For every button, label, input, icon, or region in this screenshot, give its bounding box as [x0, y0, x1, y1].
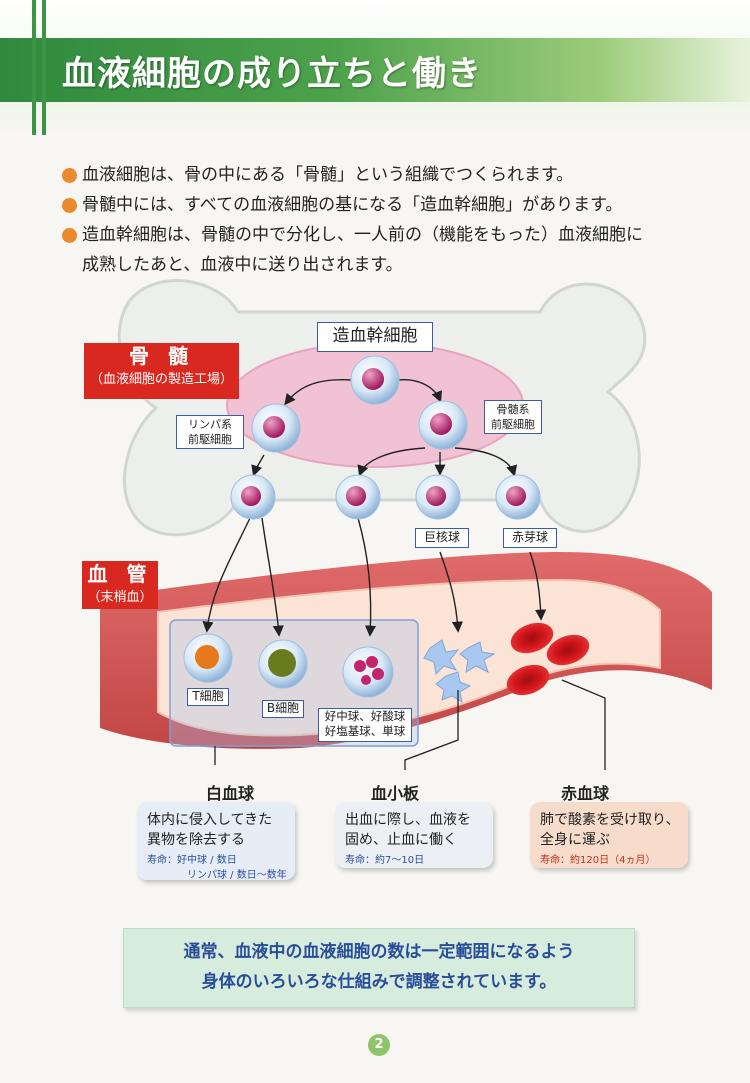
myeloid-progenitor-cell [418, 400, 468, 450]
platelets [423, 639, 496, 704]
red-blood-cells [506, 622, 590, 696]
summary-line: 通常、血液中の血液細胞の数は一定範囲になるよう [183, 942, 575, 962]
bullet-text: 血液細胞は、骨の中にある「骨髄」という組織でつくられます。 [82, 165, 574, 185]
wbc-lifespan: 寿命：好中球 / 数日 [147, 855, 237, 866]
rbc-title: 赤血球 [560, 784, 609, 803]
granulocyte-label: 好中球、好酸球 好塩基球、単球 [318, 708, 412, 742]
bullet-item: 血液細胞は、骨の中にある「骨髄」という組織でつくられます。 [62, 160, 702, 190]
platelet-title: 血小板 [370, 784, 419, 803]
granulocyte-cell [342, 646, 394, 698]
platelet-info-box: 出血に際し、血液を 固め、止血に働く 寿命：約7〜10日 [335, 802, 493, 868]
b-cell [258, 639, 308, 689]
rbc-lifespan: 寿命：約120日（4ヵ月） [540, 855, 656, 866]
t-cell [183, 633, 233, 683]
lymphoid-progenitor-label: リンパ系 前駆細胞 [176, 415, 244, 449]
wbc-description: 異物を除去する [147, 832, 245, 848]
lymphoid-progenitor-cell [251, 403, 301, 453]
intro-bullets: 血液細胞は、骨の中にある「骨髄」という組織でつくられます。 骨髄中には、すべての… [62, 160, 702, 280]
rbc-callout-line [561, 679, 606, 770]
bullet-text-continued: 成熟したあと、血液中に送り出されます。 [82, 255, 403, 275]
label-line: 好塩基球、単球 [324, 724, 406, 738]
header-stripe [42, 0, 46, 135]
tag-subtitle: （血液細胞の製造工場） [89, 372, 233, 387]
tag-title: 血 管 [87, 562, 153, 586]
page-title: 血液細胞の成り立ちと働き [62, 54, 482, 94]
stem-cell [350, 355, 400, 405]
label-line: 骨髄系 [496, 403, 530, 416]
bullet-dot-icon [62, 228, 77, 243]
vessel-inner [157, 578, 661, 737]
erythroblast-cell [495, 474, 541, 520]
b-cell-label: B細胞 [262, 700, 304, 718]
bullet-text: 造血幹細胞は、骨髄の中で分化し、一人前の（機能をもった）血液細胞に [82, 225, 643, 245]
bullet-text: 骨髄中には、すべての血液細胞の基になる「造血幹細胞」があります。 [82, 195, 623, 215]
rbc-info-box: 肺で酸素を受け取り、 全身に運ぶ 寿命：約120日（4ヵ月） [530, 802, 688, 868]
myeloid-cell [335, 474, 381, 520]
myeloid-progenitor-label: 骨髄系 前駆細胞 [484, 400, 542, 434]
header-stripe [32, 0, 36, 135]
label-line: 前駆細胞 [188, 433, 232, 446]
summary-line: 身体のいろいろな仕組みで調整されています。 [201, 972, 557, 992]
summary-box: 通常、血液中の血液細胞の数は一定範囲になるよう 身体のいろいろな仕組みで調整され… [123, 928, 635, 1008]
label-line: 好中球、好酸球 [324, 709, 406, 723]
platelet-description: 固め、止血に働く [345, 832, 457, 848]
platelet-lifespan: 寿命：約7〜10日 [345, 855, 425, 866]
platelet-callout-line [404, 690, 459, 770]
rbc-description: 全身に運ぶ [540, 832, 610, 848]
wbc-info-box: 体内に侵入してきた 異物を除去する 寿命：好中球 / 数日 リンパ球 / 数日〜… [137, 802, 295, 881]
bullet-dot-icon [62, 168, 77, 183]
blood-vessel-tag: 血 管 （末梢血） [82, 561, 158, 609]
megakaryocyte-cell [415, 474, 461, 520]
title-band [0, 38, 750, 102]
stem-cell-label: 造血幹細胞 [317, 322, 433, 352]
rbc-description: 肺で酸素を受け取り、 [540, 812, 680, 828]
label-line: リンパ系 [188, 418, 232, 431]
megakaryocyte-label: 巨核球 [415, 528, 469, 548]
lymphoid-cell [230, 474, 276, 520]
tag-subtitle: （末梢血） [87, 590, 153, 605]
t-cell-label: T細胞 [187, 688, 229, 706]
erythroblast-label: 赤芽球 [503, 528, 557, 548]
label-line: 前駆細胞 [491, 418, 535, 431]
bullet-dot-icon [62, 198, 77, 213]
bone-marrow-tag: 骨 髄 （血液細胞の製造工場） [84, 343, 239, 399]
wbc-description: 体内に侵入してきた [147, 812, 273, 828]
bullet-item: 骨髄中には、すべての血液細胞の基になる「造血幹細胞」があります。 [62, 190, 702, 220]
tag-title: 骨 髄 [129, 344, 194, 368]
page-number: 2 [368, 1034, 390, 1056]
wbc-title: 白血球 [205, 784, 254, 803]
wbc-lifespan: リンパ球 / 数日〜数年 [187, 870, 287, 881]
bullet-item: 造血幹細胞は、骨髄の中で分化し、一人前の（機能をもった）血液細胞に 成熟したあと… [62, 220, 702, 280]
platelet-description: 出血に際し、血液を [345, 812, 471, 828]
page-header: 血液細胞の成り立ちと働き [0, 0, 750, 135]
